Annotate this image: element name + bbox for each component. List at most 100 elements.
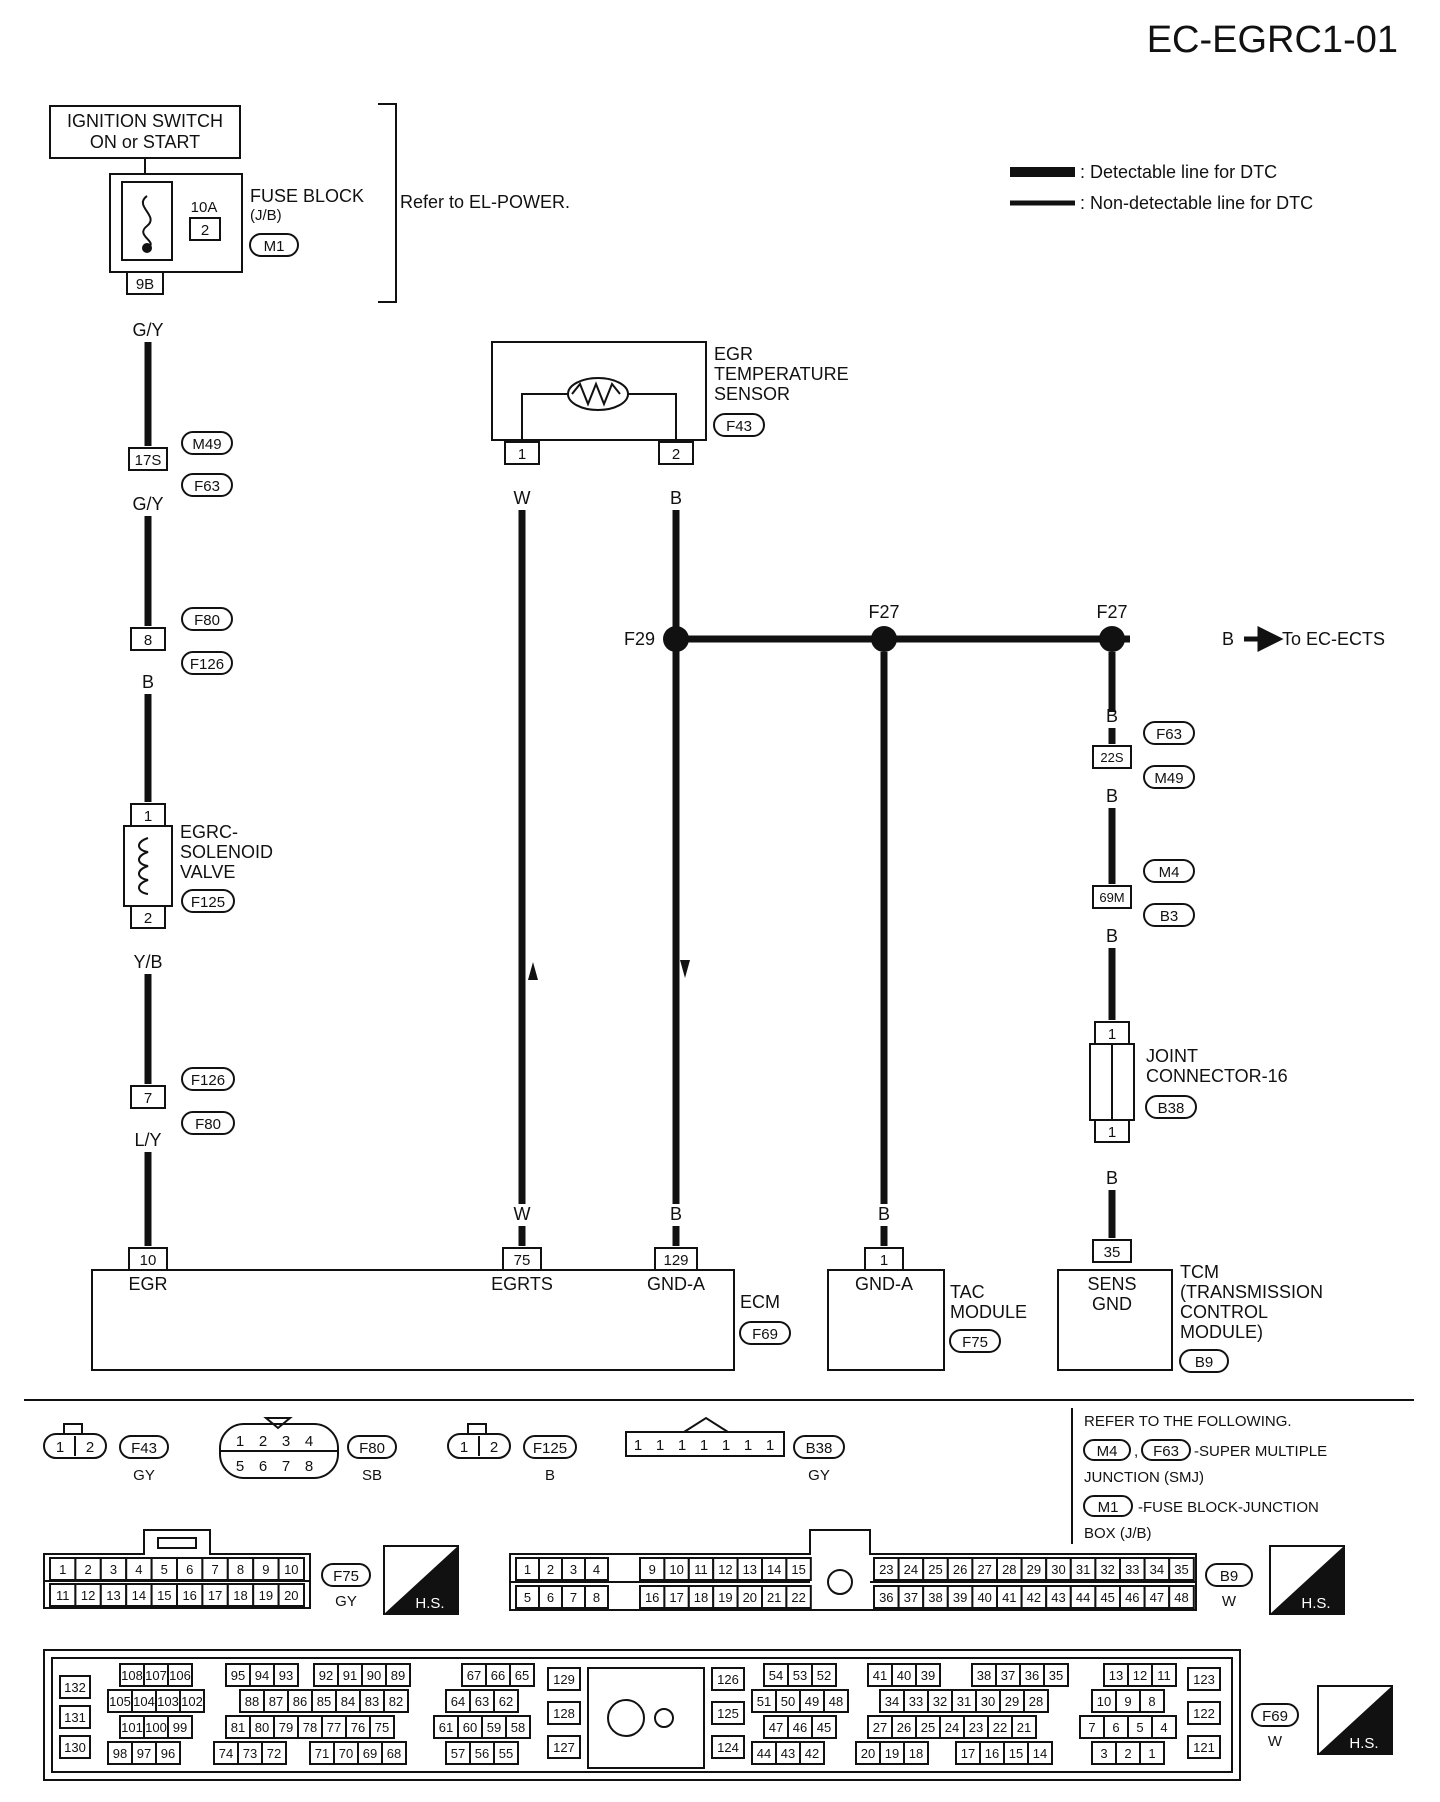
pin-cavity xyxy=(505,1715,531,1739)
pin-cavity xyxy=(383,1689,409,1713)
pin-number: 14 xyxy=(767,1562,781,1577)
pin-number: 37 xyxy=(904,1590,918,1605)
pin-number: 51 xyxy=(757,1694,771,1709)
pin-number: 84 xyxy=(341,1694,355,1709)
egrc-solenoid-valve: 1 2 EGRC- SOLENOID VALVE F125 xyxy=(123,803,273,929)
pin-number: 16 xyxy=(985,1746,999,1761)
svg-text:8: 8 xyxy=(305,1458,313,1475)
f80-color: SB xyxy=(362,1467,382,1484)
tcm-pin-gnd: GND xyxy=(1092,1294,1132,1314)
pin-number: 92 xyxy=(319,1668,333,1683)
pin-number: 73 xyxy=(243,1746,257,1761)
conn-m4-label: M4 xyxy=(1159,864,1180,881)
pin-number: 81 xyxy=(231,1720,245,1735)
splice-f27-label-b: F27 xyxy=(1096,602,1127,622)
conn-f69-label: F69 xyxy=(752,1326,778,1343)
pin-cavity xyxy=(1151,1663,1177,1687)
tcm-line1: TCM xyxy=(1180,1262,1219,1282)
pin-cavity xyxy=(167,1715,193,1739)
pin-number: 18 xyxy=(694,1590,708,1605)
pin-number: 50 xyxy=(781,1694,795,1709)
pin-cavity xyxy=(59,1705,91,1729)
pin-number: 44 xyxy=(757,1746,771,1761)
connector-f126-f80-b: 7 F126 F80 xyxy=(130,1067,235,1135)
pin-number: 41 xyxy=(1002,1590,1016,1605)
pin-number: 2 xyxy=(547,1562,554,1577)
pin-number: 83 xyxy=(365,1694,379,1709)
pin-number: 9 xyxy=(262,1562,269,1577)
b9-view-label: B9 xyxy=(1220,1568,1238,1585)
arrow-up-icon xyxy=(528,962,538,980)
pin-number: 13 xyxy=(1109,1668,1123,1683)
terminal-69m: 69M xyxy=(1099,890,1124,905)
pin-cavity xyxy=(584,1585,609,1609)
connector-view-b38: 1 1 1 1 1 1 1 B38 GY xyxy=(625,1416,845,1484)
pin-number: 49 xyxy=(805,1694,819,1709)
pin-number: 8 xyxy=(593,1590,600,1605)
pin-number: 98 xyxy=(113,1746,127,1761)
arrow-right-icon xyxy=(1244,625,1284,653)
ignition-line2: ON or START xyxy=(90,132,200,152)
pin-cavity xyxy=(915,1663,941,1687)
svg-text:1: 1 xyxy=(722,1437,730,1454)
pin-number: 124 xyxy=(717,1740,739,1755)
pin-number: 75 xyxy=(375,1720,389,1735)
fuse-terminal: 9B xyxy=(136,276,154,293)
pin-number: 43 xyxy=(1051,1590,1065,1605)
pin-number: 8 xyxy=(1148,1694,1155,1709)
conn-f75-label: F75 xyxy=(962,1334,988,1351)
pin-number: 34 xyxy=(1150,1562,1164,1577)
connector-view-f80: 1 2 3 4 5 6 7 8 F80 SB xyxy=(219,1417,397,1484)
tac-terminal-1: 1 xyxy=(880,1252,888,1269)
pin-number: 28 xyxy=(1002,1562,1016,1577)
legend-detectable-text: : Detectable line for DTC xyxy=(1080,162,1277,182)
pin-number: 15 xyxy=(791,1562,805,1577)
tac-pin-gnd: GND-A xyxy=(855,1274,913,1294)
pin-cavity xyxy=(277,1557,306,1581)
refer-f63: F63 xyxy=(1153,1443,1179,1460)
pin-cavity xyxy=(1168,1557,1195,1581)
pin-number: 33 xyxy=(1125,1562,1139,1577)
pin-cavity xyxy=(584,1557,609,1581)
wire-color-b-5: B xyxy=(1106,926,1118,946)
pin-number: 21 xyxy=(1017,1720,1031,1735)
pin-number: 7 xyxy=(211,1562,218,1577)
pin-number: 54 xyxy=(769,1668,783,1683)
pin-number: 58 xyxy=(511,1720,525,1735)
pin-number: 106 xyxy=(169,1668,191,1683)
wire-color-b-3: B xyxy=(1106,706,1118,726)
sensor-line2: TEMPERATURE xyxy=(714,364,849,384)
pin-cavity xyxy=(711,1701,745,1725)
conn-f43-label: F43 xyxy=(726,418,752,435)
pin-number: 80 xyxy=(255,1720,269,1735)
refer-title: REFER TO THE FOLLOWING. xyxy=(1084,1413,1292,1430)
pin-number: 76 xyxy=(351,1720,365,1735)
conn-f63-label-b: F63 xyxy=(1156,726,1182,743)
pin-number: 44 xyxy=(1076,1590,1090,1605)
page-title: EC-EGRC1-01 xyxy=(1147,19,1398,61)
wire-color-gy-2: G/Y xyxy=(132,494,163,514)
pin-cavity xyxy=(547,1667,581,1691)
joint-connector-16: 1 1 JOINT CONNECTOR-16 B38 xyxy=(1089,1021,1288,1143)
svg-text:4: 4 xyxy=(305,1433,313,1450)
tcm: 35 SENS GND TCM (TRANSMISSION CONTROL MO… xyxy=(1057,1239,1323,1373)
wire-color-b-6: B xyxy=(1106,1168,1118,1188)
tcm-pin-sens: SENS xyxy=(1087,1274,1136,1294)
pin-number: 38 xyxy=(928,1590,942,1605)
ecm-terminal-75: 75 xyxy=(514,1252,531,1269)
fuse-block: 10A 2 FUSE BLOCK (J/B) M1 9B xyxy=(109,173,364,295)
f69-view-label: F69 xyxy=(1262,1708,1288,1725)
pin-number: 20 xyxy=(861,1746,875,1761)
pin-number: 23 xyxy=(879,1562,893,1577)
pin-number: 31 xyxy=(1076,1562,1090,1577)
pin-number: 123 xyxy=(1193,1672,1215,1687)
wire-color-b-8: B xyxy=(878,1204,890,1224)
pin-number: 57 xyxy=(451,1746,465,1761)
pin-number: 68 xyxy=(387,1746,401,1761)
pin-number: 82 xyxy=(389,1694,403,1709)
refer-following: REFER TO THE FOLLOWING. M4 , F63 -SUPER … xyxy=(1083,1413,1327,1542)
pin-number: 37 xyxy=(1001,1668,1015,1683)
pin-number: 6 xyxy=(186,1562,193,1577)
pin-cavity xyxy=(1011,1715,1037,1739)
